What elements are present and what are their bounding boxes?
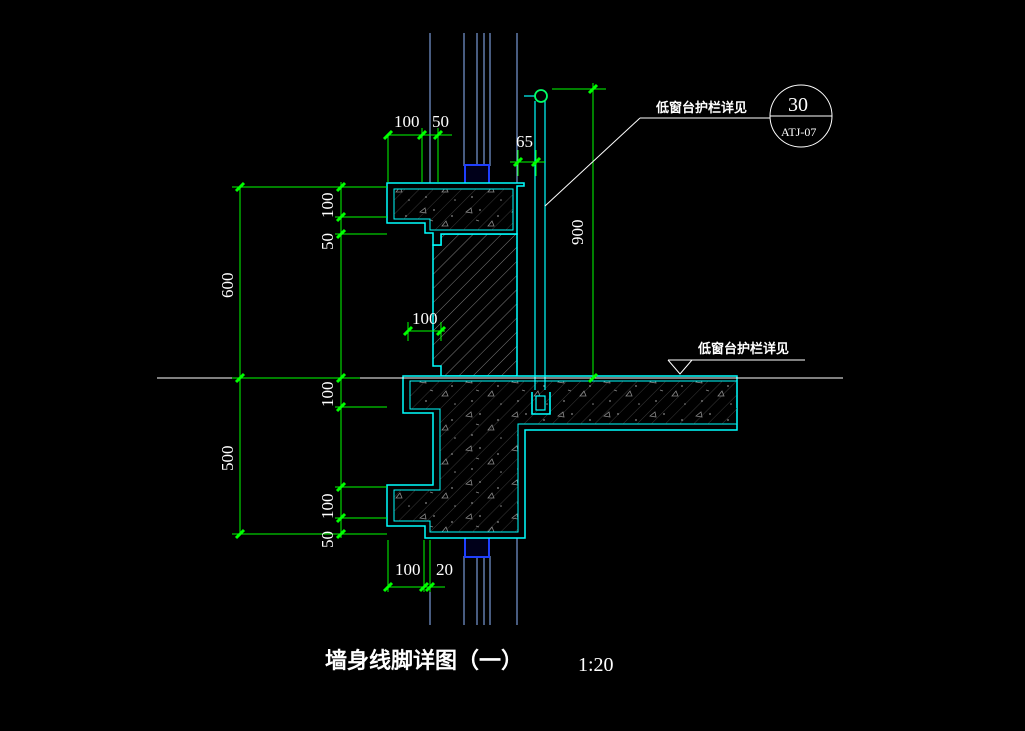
drawing-title: 墙身线脚详图（一）: [325, 648, 523, 674]
dim-left-600: 600: [218, 273, 237, 299]
note-low-window-railing-floor: 低窗台护栏详见: [697, 341, 789, 357]
lower-window-block: [464, 536, 490, 558]
wall-lines: [429, 33, 518, 625]
dimension-ticks: [234, 83, 599, 593]
dim-floor-100: 100: [318, 382, 337, 408]
leader-lines: [544, 84, 833, 375]
dim-bottom-20: 20: [436, 560, 453, 579]
dim-top-100: 100: [394, 112, 420, 131]
upper-cornice: [386, 182, 525, 246]
dim-bottom-100: 100: [395, 560, 421, 579]
floor-slab: [386, 375, 738, 539]
railing: [524, 89, 551, 415]
dim-lower-50: 50: [318, 531, 337, 548]
dimension-lines: [232, 83, 606, 592]
note-low-window-railing-top: 低窗台护栏详见: [655, 100, 747, 116]
upper-window-block: [464, 164, 490, 186]
dim-mid-100: 100: [412, 309, 438, 328]
dim-upper-50: 50: [318, 233, 337, 250]
dim-top-50: 50: [432, 112, 449, 131]
dim-left-500: 500: [218, 446, 237, 472]
dim-lower-100: 100: [318, 494, 337, 520]
dim-rail-65: 65: [516, 132, 533, 151]
detail-callout-number: 30: [788, 94, 808, 116]
dim-rail-900: 900: [568, 220, 587, 246]
drawing-scale: 1:20: [578, 654, 614, 676]
detail-callout-ref: ATJ-07: [781, 125, 816, 139]
wall-section: [432, 233, 518, 377]
dim-upper-100: 100: [318, 193, 337, 219]
